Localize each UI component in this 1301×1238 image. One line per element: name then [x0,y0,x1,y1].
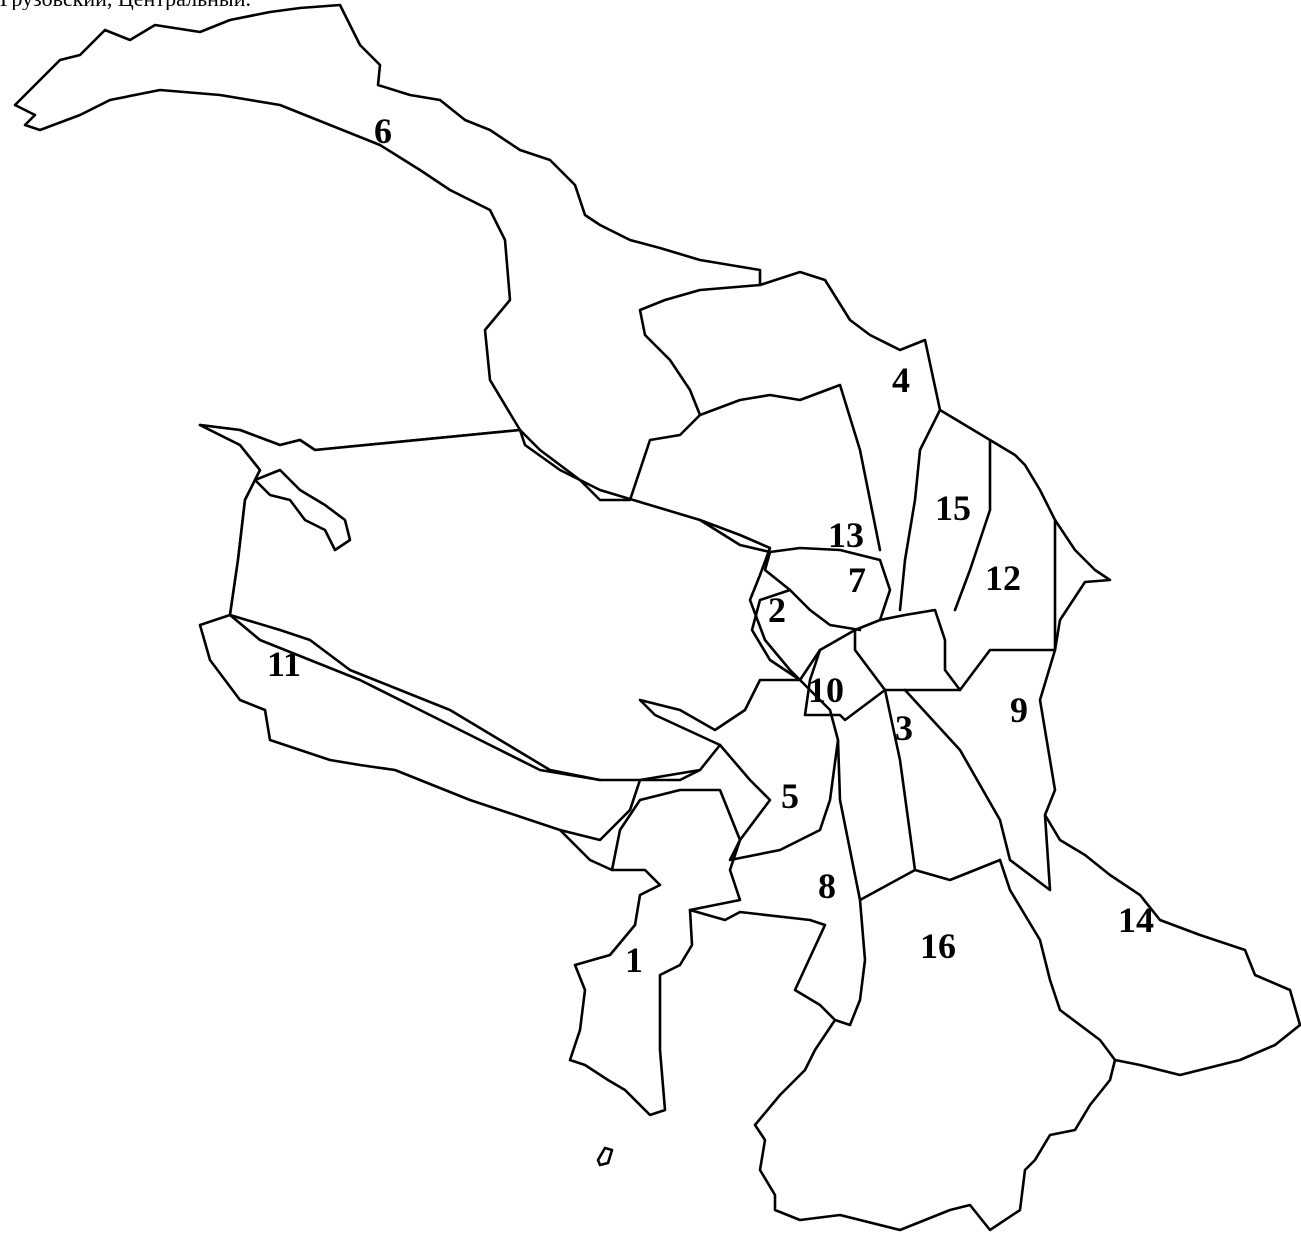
district-label-12: 12 [985,558,1021,598]
border-11-water [228,613,602,782]
border-12-9 [958,518,1057,692]
district-label-6: 6 [374,111,392,151]
border-8 [836,738,917,902]
district-label-9: 9 [1010,690,1028,730]
district-label-11: 11 [267,644,301,684]
border-central [853,608,962,692]
district-label-8: 8 [818,866,836,906]
border-15 [898,408,942,612]
district-label-2: 2 [768,590,786,630]
border-15-12 [953,438,992,612]
border-6-4 [518,283,762,502]
border-10 [803,648,887,722]
border-3-9 [903,688,1052,892]
district-label-5: 5 [781,776,799,816]
border-1-11 [558,768,702,842]
bay-water [198,423,802,782]
district-label-3: 3 [895,708,913,748]
district-label-1: 1 [625,940,643,980]
border-16-14 [998,858,1117,1062]
border-7 [763,550,862,632]
border-13-7 [698,518,892,622]
bay-island [253,468,352,552]
border-8-16 [833,898,867,1027]
district-label-10: 10 [808,670,844,710]
border-1 [610,788,742,912]
small-island [596,1146,614,1167]
border-5 [718,678,840,862]
district-label-13: 13 [828,515,864,555]
header-caption: Грузовский, Центральный. [0,0,600,10]
district-label-4: 4 [892,360,910,400]
district-label-16: 16 [920,926,956,966]
district-label-14: 14 [1118,900,1154,940]
district-label-15: 15 [935,488,971,528]
district-label-7: 7 [848,560,866,600]
border-4-13 [698,383,882,552]
